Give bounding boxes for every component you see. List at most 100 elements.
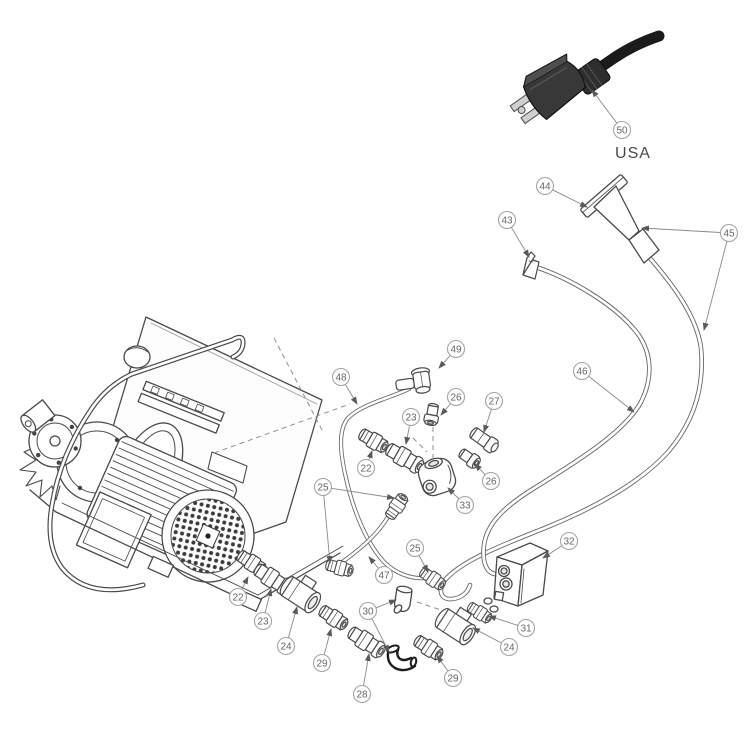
power-plug	[509, 30, 665, 125]
tee-valve-33	[417, 457, 457, 497]
usa-label: USA	[615, 145, 651, 162]
callout-circle	[497, 210, 517, 230]
callout-circle	[312, 653, 332, 673]
callout-circle	[484, 391, 504, 411]
leader-line	[474, 463, 486, 476]
leader-line	[323, 495, 333, 564]
leader-line	[241, 576, 249, 590]
junction-box	[75, 491, 152, 569]
callout-32: 32	[542, 531, 579, 559]
callout-circle	[559, 531, 579, 551]
leader-line	[472, 627, 502, 644]
leader-line	[404, 425, 411, 445]
leader-line	[591, 89, 618, 124]
callout-circle	[499, 637, 519, 657]
fitting-28	[344, 622, 389, 662]
leader-line	[371, 618, 390, 653]
fitting-26-upper	[422, 401, 442, 428]
callout-23: 23	[253, 588, 273, 631]
callout-number: 22	[232, 592, 244, 603]
callout-number: 33	[459, 500, 471, 511]
callout-circle	[253, 611, 273, 631]
callout-circle	[535, 176, 555, 196]
callout-circle	[516, 618, 536, 638]
callout-number: 45	[723, 228, 735, 239]
callout-number: 26	[485, 476, 497, 487]
callout-29: 29	[312, 628, 333, 673]
callout-30: 30	[358, 599, 397, 653]
callout-number: 43	[501, 215, 513, 226]
leader-line	[440, 403, 451, 416]
leader-line	[588, 375, 635, 413]
callout-48: 48	[331, 367, 358, 405]
callout-45: 45	[641, 223, 739, 331]
callout-circle	[455, 495, 475, 515]
callout-number: 31	[520, 623, 532, 634]
callout-number: 26	[450, 392, 462, 403]
callout-22: 22	[228, 576, 249, 607]
leader-line	[363, 653, 371, 686]
callout-number: 28	[356, 689, 368, 700]
callout-number: 29	[447, 673, 459, 684]
leader-line	[366, 450, 373, 461]
leader-line	[552, 189, 588, 208]
callout-27: 27	[483, 391, 504, 433]
callout-circle	[446, 339, 466, 359]
callout-number: 48	[335, 372, 347, 383]
pump-shaft-end	[20, 399, 56, 433]
assembly-dash-lines	[213, 337, 445, 612]
callout-circle	[446, 387, 466, 407]
leader-line	[488, 615, 519, 626]
callout-31: 31	[488, 615, 536, 638]
leader-line	[418, 555, 429, 573]
leader-line	[542, 545, 563, 559]
pump-motor-assembly	[19, 316, 344, 612]
callout-circle	[612, 120, 632, 140]
callout-circle	[352, 684, 372, 704]
callout-26: 26	[440, 387, 466, 416]
fitting-29-left	[315, 601, 352, 634]
elbow-dark	[386, 644, 418, 672]
callout-number: 27	[488, 396, 500, 407]
callout-47: 47	[368, 556, 394, 585]
callout-number: 47	[378, 570, 390, 581]
callout-number: 49	[450, 344, 462, 355]
callout-number: 46	[576, 366, 588, 377]
callout-23: 23	[401, 407, 421, 445]
callout-29: 29	[436, 655, 463, 688]
leader-line	[436, 655, 449, 672]
elbow-49	[395, 367, 432, 394]
leader-line	[702, 241, 728, 331]
callout-50: 50	[591, 89, 632, 140]
leader-line	[287, 606, 298, 638]
plug-ground-pin	[517, 106, 526, 115]
callout-circle	[374, 565, 394, 585]
leader-line	[447, 487, 460, 500]
callout-43: 43	[497, 210, 530, 258]
callout-26: 26	[474, 463, 501, 491]
callout-number: 25	[317, 482, 329, 493]
leader-line	[344, 384, 358, 405]
callout-22: 22	[356, 450, 376, 478]
fittings	[233, 367, 499, 672]
leader-line	[323, 628, 333, 655]
callout-number: 23	[257, 616, 269, 627]
callout-circle	[719, 223, 739, 243]
tube-end-cap	[522, 251, 540, 280]
leader-line	[510, 227, 530, 258]
callout-number: 22	[360, 463, 372, 474]
callout-25: 25	[313, 477, 395, 564]
callout-24: 24	[276, 606, 298, 656]
callout-number: 25	[409, 543, 421, 554]
callout-circle	[228, 587, 248, 607]
callout-circle	[331, 367, 351, 387]
elbow-30	[393, 585, 413, 614]
funnel	[580, 174, 660, 264]
leader-line	[368, 556, 379, 569]
leader-line	[438, 355, 451, 369]
callout-circle	[572, 361, 592, 381]
callout-circle	[356, 458, 376, 478]
